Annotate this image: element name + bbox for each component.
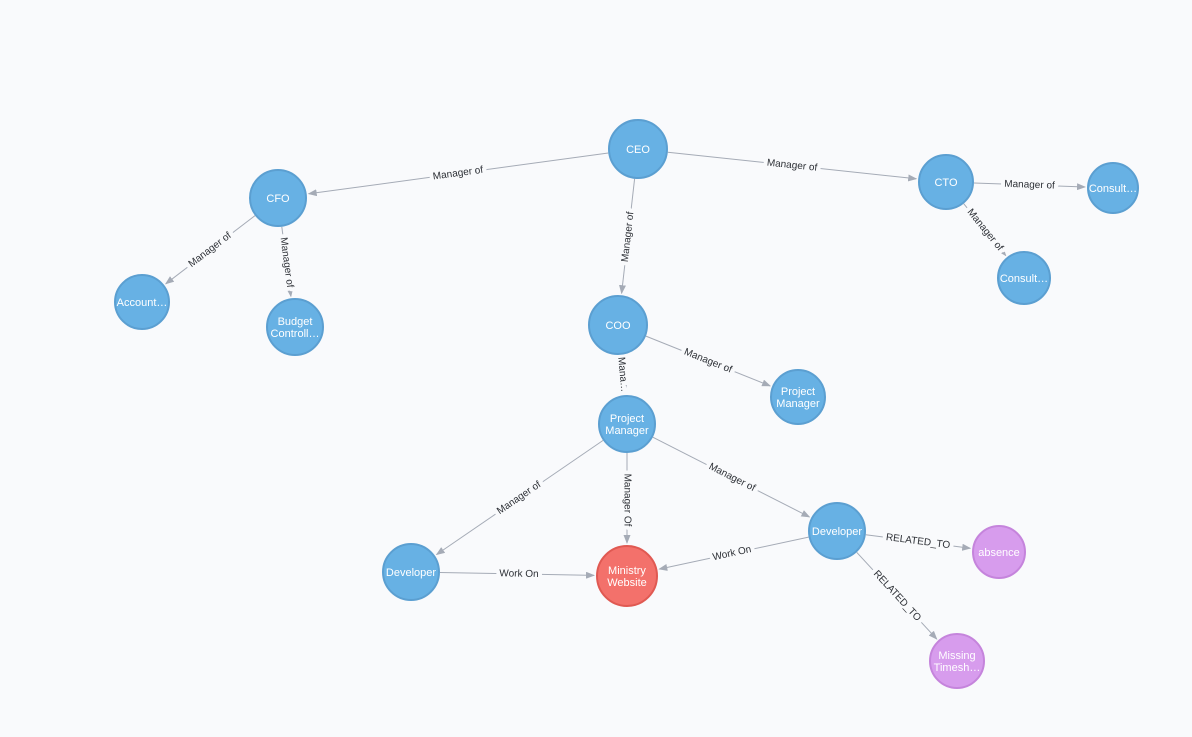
graph-node-cfo[interactable]: CFO [249,169,307,227]
node-circle-dev-right[interactable] [808,502,866,560]
edge-label-ceo-cfo[interactable]: Manager of [428,161,488,187]
node-circle-pm-right[interactable] [770,369,826,425]
graph-edge-cto-consultant2[interactable] [963,203,1007,257]
graph-edge-dev-right-absence[interactable] [865,534,972,551]
edge-label-ceo-coo[interactable]: Manager of [616,207,641,267]
edge-label-dev-right-ministry[interactable]: Work On [708,540,757,567]
graph-edge-dev-right-missing[interactable] [856,551,938,640]
graph-edge-ceo-cto[interactable] [667,151,918,182]
edge-label-pm-lower-ministry[interactable]: Manager Of [617,470,636,531]
graph-node-ceo[interactable]: CEO [608,119,668,179]
graph-edge-dev-left-ministry[interactable] [439,571,595,579]
graph-edge-cfo-budget[interactable] [281,226,294,298]
graph-node-dev-right[interactable]: Developer [808,502,866,560]
graph-edge-dev-right-ministry[interactable] [658,536,809,571]
node-circle-coo[interactable] [588,295,648,355]
edge-label-dev-right-missing[interactable]: RELATED_TO [867,565,927,628]
graph-node-cto[interactable]: CTO [918,154,974,210]
graph-node-consultant2[interactable]: Consult… [997,251,1051,305]
graph-edge-cfo-accountant[interactable] [165,215,256,285]
node-circle-missing[interactable] [929,633,985,689]
edge-label-dev-right-absence[interactable]: RELATED_TO [881,528,955,555]
graph-edge-coo-pm-right[interactable] [645,335,772,387]
node-circle-consultant2[interactable] [997,251,1051,305]
graph-edge-ceo-coo[interactable] [619,178,636,295]
edge-label-dev-left-ministry[interactable]: Work On [495,564,542,584]
graph-node-dev-left[interactable]: Developer [382,543,440,601]
edge-label-coo-pm-lower[interactable]: Mana… [611,353,633,397]
graph-node-coo[interactable]: COO [588,295,648,355]
node-circle-dev-left[interactable] [382,543,440,601]
edge-label-cto-consultant2[interactable]: Manager of [961,203,1010,257]
node-circle-consultant1[interactable] [1087,162,1139,214]
edge-label-coo-pm-right[interactable]: Manager of [678,343,737,380]
graph-node-consultant1[interactable]: Consult… [1087,162,1139,214]
edge-label-ceo-cto[interactable]: Manager of [762,153,822,177]
graph-edge-cto-consultant1[interactable] [973,182,1086,191]
graph-edge-pm-lower-dev-left[interactable] [435,439,604,556]
node-circle-budget[interactable] [266,298,324,356]
graph-node-accountant[interactable]: Account… [114,274,170,330]
node-circle-cto[interactable] [918,154,974,210]
graph-edge-pm-lower-dev-right[interactable] [652,436,811,518]
node-circle-ceo[interactable] [608,119,668,179]
edge-label-cfo-budget[interactable]: Manager of [274,233,300,293]
graph-edge-coo-pm-lower[interactable] [619,354,627,395]
edge-label-pm-lower-dev-right[interactable]: Manager of [703,457,761,498]
node-circle-accountant[interactable] [114,274,170,330]
node-circle-ministry[interactable] [596,545,658,607]
edge-label-pm-lower-dev-left[interactable]: Manager of [491,475,547,521]
edge-label-cfo-accountant[interactable]: Manager of [183,226,238,274]
graph-edge-ceo-cfo[interactable] [307,152,609,197]
node-circle-pm-lower[interactable] [598,395,656,453]
node-circle-absence[interactable] [972,525,1026,579]
graph-node-absence[interactable]: absence [972,525,1026,579]
edge-label-cto-consultant1[interactable]: Manager of [1000,175,1059,196]
node-circle-cfo[interactable] [249,169,307,227]
